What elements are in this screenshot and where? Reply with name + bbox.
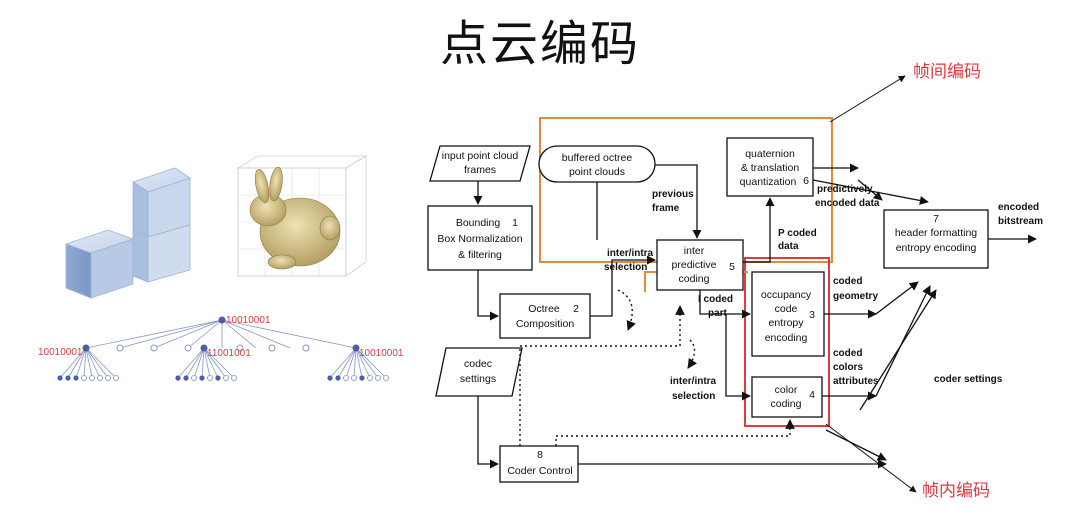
quaternion-translation-quantization-block	[726, 137, 814, 197]
svg-text:bitstream: bitstream	[998, 216, 1043, 227]
svg-text:quantization: quantization	[740, 176, 797, 188]
octree-nodes	[57, 316, 389, 381]
svg-text:P coded: P coded	[778, 228, 817, 239]
svg-text:encoded: encoded	[998, 202, 1039, 213]
slide-title: 点云编码	[439, 16, 640, 72]
codec-settings-block	[435, 347, 523, 397]
tree-root-code: 10010001	[226, 315, 271, 326]
bounding-box-normalization-block	[427, 205, 533, 271]
svg-text:& translation: & translation	[741, 162, 800, 174]
svg-text:encoded data: encoded data	[815, 198, 880, 209]
svg-text:3: 3	[809, 309, 815, 321]
svg-text:codec: codec	[464, 358, 492, 370]
svg-text:encoding: encoding	[765, 332, 808, 344]
tree-right-code: 10010001	[359, 348, 404, 359]
svg-text:coding: coding	[679, 273, 710, 285]
octree-tree	[59, 319, 387, 379]
svg-text:predictive: predictive	[672, 259, 717, 271]
svg-text:input point cloud: input point cloud	[442, 150, 519, 162]
tree-left-code: 10010001	[38, 347, 83, 358]
occupancy-code-entropy-block	[751, 271, 825, 357]
tree-node-mid	[200, 344, 208, 352]
svg-text:entropy: entropy	[768, 317, 804, 329]
tree-node-right	[352, 344, 360, 352]
input-point-cloud-frames-block	[429, 145, 531, 182]
svg-text:coded: coded	[833, 276, 862, 287]
tree-root-node	[218, 316, 226, 324]
svg-text:8: 8	[537, 449, 543, 461]
svg-text:header formatting: header formatting	[895, 227, 977, 239]
svg-text:Composition: Composition	[516, 318, 575, 330]
svg-text:frames: frames	[464, 164, 496, 176]
svg-text:7: 7	[933, 213, 939, 225]
svg-text:& filtering: & filtering	[458, 249, 502, 261]
svg-text:colors: colors	[833, 362, 863, 373]
svg-text:inter/intra: inter/intra	[670, 376, 717, 387]
svg-text:5: 5	[729, 261, 735, 273]
svg-text:inter: inter	[684, 245, 705, 257]
svg-text:6: 6	[803, 175, 809, 187]
inter-frame-coding-label: 帧间编码	[913, 62, 981, 82]
svg-text:occupancy: occupancy	[761, 289, 812, 301]
svg-text:color: color	[775, 384, 798, 396]
svg-text:attributes: attributes	[833, 376, 879, 387]
svg-text:settings: settings	[460, 373, 496, 385]
svg-text:entropy encoding: entropy encoding	[896, 242, 977, 254]
tree-mid-code: 11001001	[207, 348, 251, 359]
intra-frame-coding-label: 帧内编码	[922, 481, 990, 501]
svg-text:frame: frame	[652, 203, 680, 214]
svg-text:2: 2	[573, 303, 579, 315]
svg-text:Coder Control: Coder Control	[507, 465, 572, 477]
svg-text:selection: selection	[672, 391, 715, 402]
svg-text:Bounding: Bounding	[456, 217, 501, 229]
svg-text:inter/intra: inter/intra	[607, 248, 654, 259]
svg-text:geometry: geometry	[833, 291, 878, 302]
tree-node-left	[82, 344, 90, 352]
bunny-octree-illustration	[236, 155, 368, 277]
octree-composition-block	[499, 293, 591, 339]
svg-text:previous: previous	[652, 189, 694, 200]
svg-text:point clouds: point clouds	[569, 166, 625, 178]
svg-text:I coded: I coded	[698, 294, 733, 305]
svg-text:1: 1	[512, 217, 518, 229]
svg-text:coding: coding	[771, 398, 802, 410]
color-coding-block	[751, 376, 823, 418]
svg-text:quaternion: quaternion	[745, 148, 795, 160]
svg-text:Octree: Octree	[528, 303, 560, 315]
svg-text:Box Normalization: Box Normalization	[437, 233, 522, 245]
coder-control-block	[499, 445, 579, 483]
header-formatting-entropy-block	[883, 209, 989, 269]
svg-text:data: data	[778, 241, 799, 252]
svg-text:coder settings: coder settings	[934, 374, 1003, 385]
octree-cubes-illustration	[64, 167, 191, 299]
inter-predictive-coding-block	[656, 239, 744, 291]
svg-text:predictively: predictively	[817, 184, 873, 195]
svg-text:selection: selection	[604, 262, 647, 273]
svg-text:4: 4	[809, 389, 815, 401]
svg-text:code: code	[775, 303, 798, 315]
svg-text:part: part	[708, 308, 728, 319]
svg-text:coded: coded	[833, 348, 862, 359]
svg-text:buffered octree: buffered octree	[562, 152, 633, 164]
